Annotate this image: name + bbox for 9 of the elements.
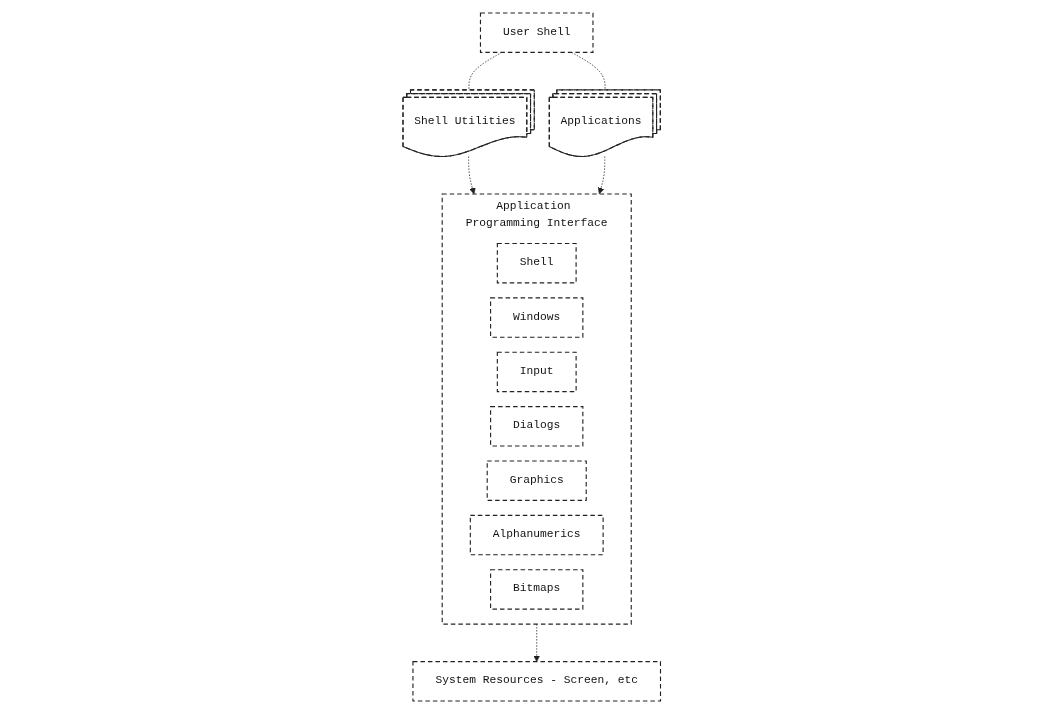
node-box: System Resources - Screen, etc	[412, 661, 662, 702]
node-box: Input	[497, 351, 577, 393]
node-box: Shell	[497, 242, 577, 284]
node-box: User Shell	[480, 12, 594, 53]
node-box: Bitmaps	[490, 569, 584, 610]
node-box: Dialogs	[490, 406, 584, 447]
node-box: Alphanumerics	[470, 514, 604, 556]
node-box: Windows	[490, 297, 584, 338]
node-box: Graphics	[486, 460, 588, 501]
